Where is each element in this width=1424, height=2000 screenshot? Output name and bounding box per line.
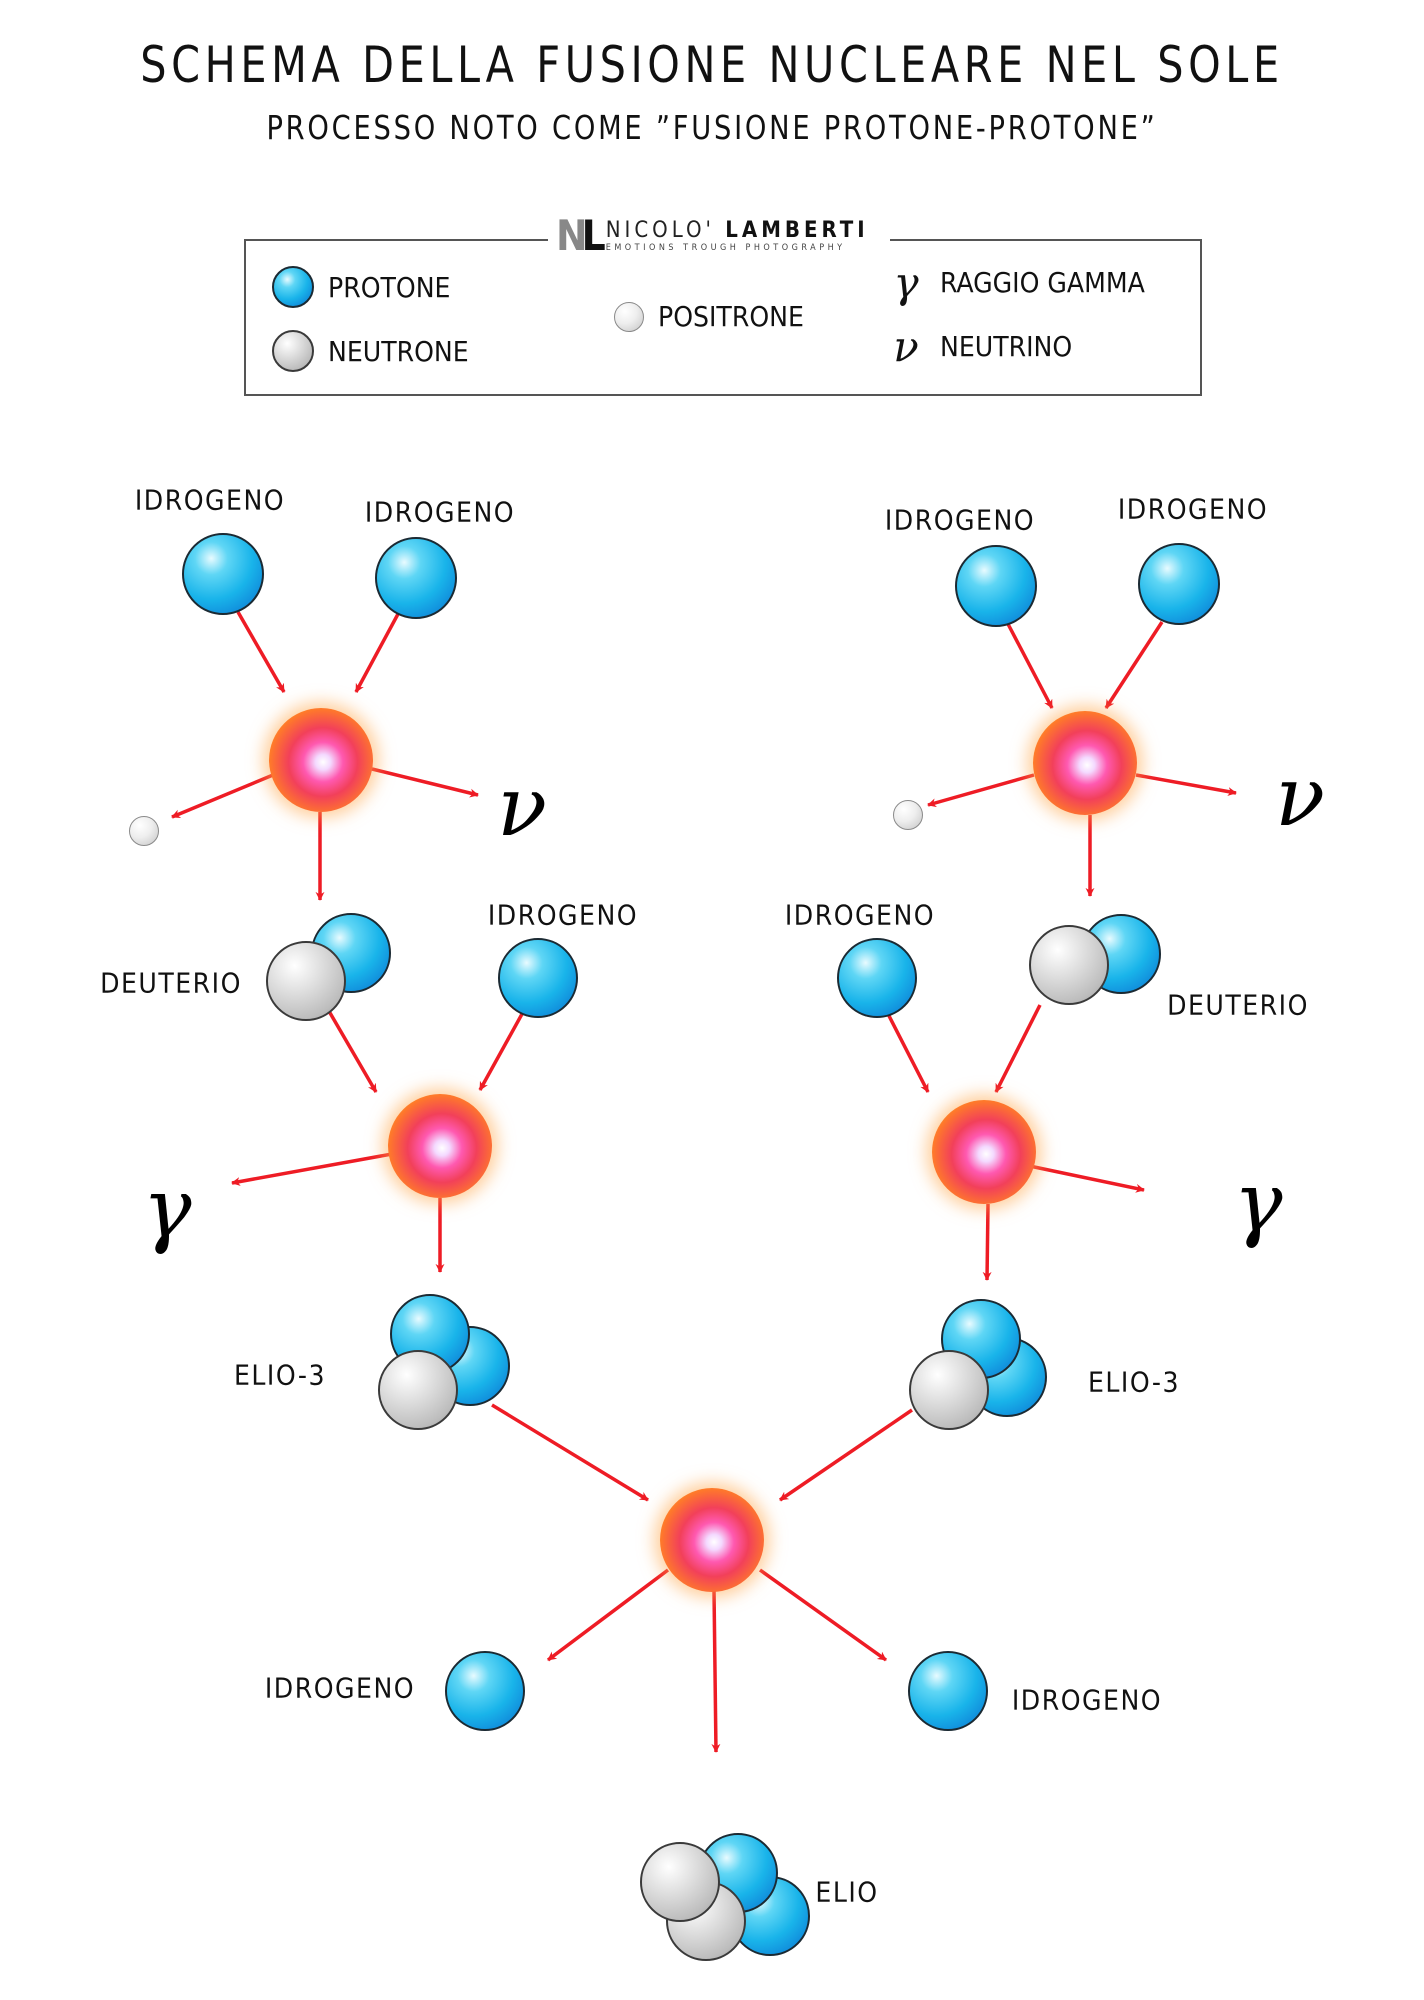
label-hydrogen: IDROGENO (364, 495, 516, 529)
neutron-icon (909, 1350, 989, 1430)
logo-tagline: EMOTIONS TROUGH PHOTOGRAPHY (605, 242, 846, 253)
arrow (371, 767, 479, 798)
arrow (171, 773, 274, 819)
legend-label-proton: PROTONE (328, 270, 451, 304)
arrow (1135, 773, 1237, 796)
positron-icon (893, 800, 923, 830)
label-hydrogen: IDROGENO (884, 503, 1036, 537)
arrow (884, 1009, 930, 1093)
legend-item-proton: PROTONE (272, 266, 450, 308)
arrow (758, 1568, 888, 1662)
legend-item-neutron: NEUTRONE (272, 330, 469, 372)
label-hydrogen: IDROGENO (264, 1671, 416, 1705)
label-hydrogen: IDROGENO (487, 898, 639, 932)
label-hydrogen: IDROGENO (134, 483, 286, 517)
fusion-burst-icon (388, 1094, 492, 1198)
arrow (779, 1408, 913, 1502)
label-deuterium: DEUTERIO (1167, 988, 1309, 1022)
proton-icon (445, 1651, 525, 1731)
arrow (982, 1203, 992, 1281)
page-title: SCHEMA DELLA FUSIONE NUCLEARE NEL SOLE (140, 36, 1284, 94)
label-deuterium: DEUTERIO (100, 966, 242, 1000)
arrow (711, 1589, 721, 1753)
gamma-icon: γ (142, 1162, 192, 1257)
gamma-icon: γ (1233, 1156, 1283, 1251)
neutrino-icon: ν (1275, 750, 1325, 845)
positron-icon (614, 301, 644, 332)
arrow (1006, 623, 1054, 709)
arrow (927, 773, 1035, 808)
legend-item-positron: POSITRONE (614, 300, 804, 333)
proton-icon (498, 938, 578, 1018)
arrow (478, 1013, 524, 1091)
neutrino-icon: ν (893, 322, 919, 371)
arrow (1019, 1162, 1145, 1193)
label-hydrogen: IDROGENO (784, 898, 936, 932)
proton-icon (837, 938, 917, 1018)
label-helium-3: ELIO-3 (1087, 1365, 1181, 1399)
fusion-burst-icon (660, 1488, 764, 1592)
proton-icon (272, 266, 314, 308)
neutron-icon (266, 941, 346, 1021)
proton-icon (908, 1651, 988, 1731)
legend-item-gamma: γ RAGGIO GAMMA (886, 258, 1145, 307)
proton-icon (1138, 543, 1220, 625)
page-subtitle: PROCESSO NOTO COME ”FUSIONE PROTONE-PROT… (266, 108, 1158, 147)
legend-label-positron: POSITRONE (658, 300, 804, 333)
legend-label-neutron: NEUTRONE (328, 334, 469, 368)
fusion-burst-icon (932, 1100, 1036, 1204)
proton-icon (182, 533, 264, 615)
proton-icon (375, 537, 457, 619)
logo-name: NICOLO' LAMBERTI (605, 218, 869, 244)
legend-label-neutrino: NEUTRINO (940, 330, 1073, 363)
label-helium-3: ELIO-3 (233, 1358, 327, 1392)
arrow (236, 611, 286, 693)
gamma-icon: γ (893, 258, 919, 307)
logo: NL NICOLO' LAMBERTI EMOTIONS TROUGH PHOT… (548, 214, 890, 258)
arrow (324, 1005, 378, 1093)
proton-icon (955, 545, 1037, 627)
label-helium-4: ELIO (815, 1875, 879, 1909)
neutrino-icon: ν (497, 760, 547, 855)
neutron-icon (640, 1842, 720, 1922)
neutron-icon (1029, 925, 1109, 1005)
arrow (546, 1568, 670, 1662)
label-hydrogen: IDROGENO (1011, 1683, 1163, 1717)
arrow (491, 1403, 649, 1502)
legend-label-gamma: RAGGIO GAMMA (940, 266, 1145, 299)
neutron-icon (378, 1350, 458, 1430)
neutron-icon (272, 330, 314, 372)
fusion-burst-icon (1033, 711, 1137, 815)
arrow (1104, 621, 1164, 709)
fusion-burst-icon (269, 708, 373, 812)
arrow (231, 1152, 393, 1186)
arrow (994, 1004, 1042, 1093)
label-hydrogen: IDROGENO (1117, 492, 1269, 526)
legend-item-neutrino: ν NEUTRINO (886, 322, 1072, 371)
positron-icon (129, 816, 159, 846)
arrow (354, 613, 400, 693)
